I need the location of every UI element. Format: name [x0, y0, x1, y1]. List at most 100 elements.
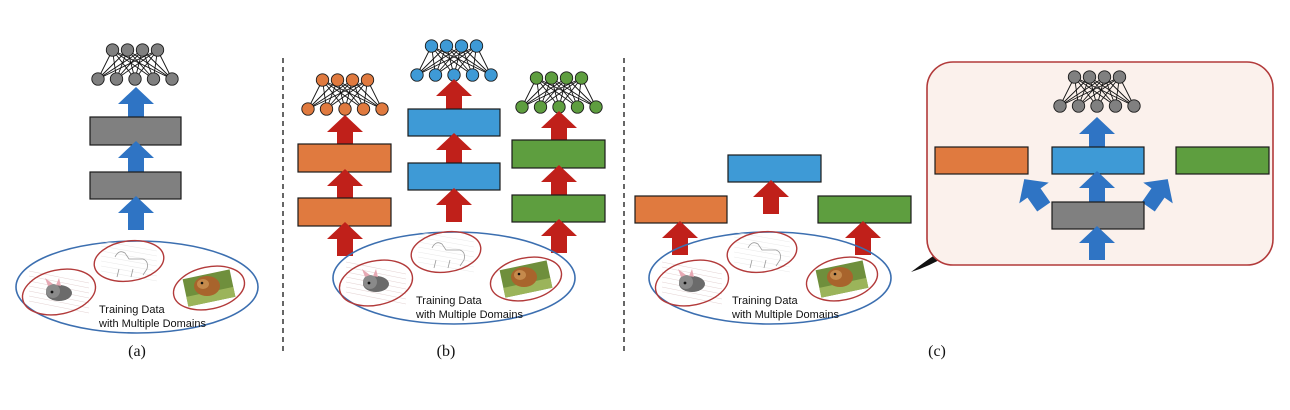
- network-edge: [416, 45, 462, 76]
- orange-domain-block: [634, 195, 728, 224]
- network-node: [515, 100, 529, 114]
- network-edge: [97, 49, 128, 80]
- shared-block-gray: [1051, 201, 1145, 230]
- shared-block-gray: [89, 116, 182, 146]
- network-node: [1112, 70, 1127, 84]
- network-node: [128, 72, 142, 86]
- panel-c: Training Data with Multiple Domains (c): [634, 61, 1274, 360]
- panel-a: Training Data with Multiple Domains (a): [15, 43, 259, 360]
- network-head-gray: [1053, 70, 1141, 113]
- training-data-ellipse: Training Data with Multiple Domains: [648, 230, 892, 325]
- blue-domain-block: [1051, 146, 1145, 175]
- network-node: [345, 73, 360, 87]
- orange-domain-block: [297, 197, 392, 227]
- network-head-green: [515, 71, 603, 114]
- network-edge: [1074, 76, 1116, 107]
- panel-label-c: (c): [928, 343, 946, 360]
- network-edge: [416, 45, 447, 76]
- network-node: [338, 102, 352, 116]
- network-node: [469, 39, 484, 53]
- domain-image-sketch-dog: [726, 230, 798, 274]
- orange-domain-block: [297, 143, 392, 173]
- network-edge: [1059, 76, 1090, 107]
- training-data-caption: Training Data: [416, 295, 483, 307]
- panel-label-b: (b): [437, 343, 456, 360]
- network-head-blue: [410, 39, 498, 82]
- blue-domain-block: [727, 154, 822, 183]
- network-node: [120, 43, 135, 57]
- domain-image-sketch-dog: [93, 239, 165, 283]
- network-node: [1090, 99, 1104, 113]
- network-node: [484, 68, 498, 82]
- network-head-orange: [301, 73, 389, 116]
- network-edge: [326, 79, 368, 110]
- network-node: [533, 100, 548, 114]
- network-node: [319, 102, 334, 116]
- network-edge: [1059, 76, 1105, 107]
- network-node: [1097, 70, 1112, 84]
- training-data-caption: Training Data: [99, 304, 166, 316]
- network-edge: [416, 45, 477, 76]
- arrow-up-icon: [753, 180, 789, 214]
- network-edge: [435, 45, 477, 76]
- arrow-up-icon: [662, 221, 698, 255]
- network-node: [454, 39, 469, 53]
- blue-domain-block: [407, 162, 501, 191]
- network-edge: [307, 79, 368, 110]
- network-edge: [521, 77, 552, 108]
- network-node: [301, 102, 315, 116]
- network-node: [109, 72, 124, 86]
- network-node: [315, 73, 330, 87]
- network-node: [1067, 70, 1082, 84]
- arrow-up-icon: [436, 79, 472, 113]
- network-edge: [521, 77, 567, 108]
- network-node: [1071, 99, 1086, 113]
- panel-label-a: (a): [128, 343, 146, 360]
- green-domain-block: [1175, 146, 1270, 175]
- domain-image-cartoon-dog: [338, 259, 414, 307]
- arrow-up-icon: [436, 188, 472, 222]
- network-node: [570, 100, 585, 114]
- network-edge: [97, 49, 143, 80]
- network-edge: [1078, 76, 1120, 107]
- green-domain-block: [511, 139, 606, 169]
- blue-domain-block: [407, 108, 501, 137]
- network-edge: [540, 77, 582, 108]
- network-edge: [521, 77, 582, 108]
- network-edge: [112, 49, 154, 80]
- arrow-up-icon: [436, 133, 472, 167]
- network-node: [589, 100, 603, 114]
- green-domain-block: [817, 195, 912, 224]
- arrow-up-icon: [541, 165, 577, 199]
- orange-domain-block: [934, 146, 1029, 175]
- training-data-caption: Training Data: [732, 295, 799, 307]
- arrow-up-icon: [845, 221, 881, 255]
- domain-image-photo-dog: [805, 256, 879, 302]
- network-node: [424, 39, 439, 53]
- training-data-caption: with Multiple Domains: [731, 309, 839, 321]
- domain-image-cartoon-dog: [21, 268, 97, 316]
- network-edge: [536, 77, 578, 108]
- green-domain-block: [511, 194, 606, 223]
- network-edge: [307, 79, 353, 110]
- network-edge: [307, 79, 338, 110]
- network-node: [135, 43, 150, 57]
- training-data-caption: with Multiple Domains: [415, 309, 523, 321]
- network-edge: [97, 49, 158, 80]
- network-node: [410, 68, 424, 82]
- network-node: [465, 68, 480, 82]
- shared-block-gray: [89, 171, 182, 200]
- network-node: [529, 71, 544, 85]
- training-data-caption: with Multiple Domains: [98, 318, 206, 330]
- training-data-ellipse: Training Data with Multiple Domains: [332, 230, 576, 325]
- network-node: [165, 72, 179, 86]
- network-head-gray: [91, 43, 179, 86]
- network-node: [1053, 99, 1067, 113]
- arrow-up-icon: [118, 141, 154, 175]
- network-node: [544, 71, 559, 85]
- network-node: [1127, 99, 1141, 113]
- network-node: [356, 102, 371, 116]
- network-node: [439, 39, 454, 53]
- network-node: [105, 43, 120, 57]
